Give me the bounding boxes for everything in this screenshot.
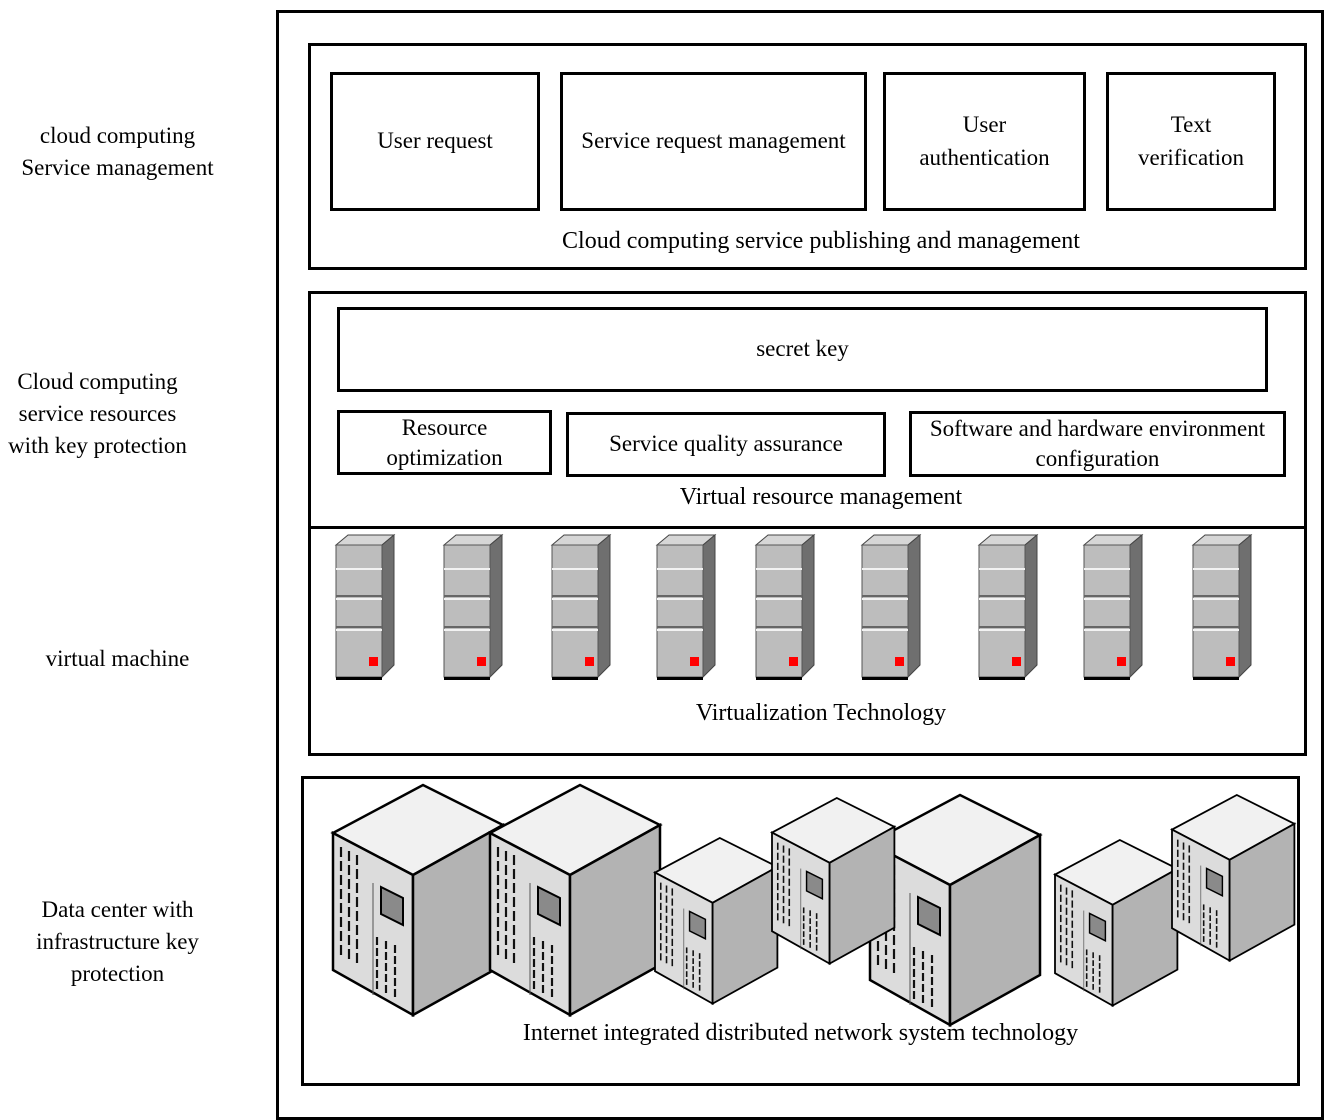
label-virtual-machine: virtual machine [45, 646, 190, 671]
label-service-management: cloud computing Service management [21, 123, 214, 181]
virtualization-caption: Virtualization Technology [695, 700, 947, 726]
service-request-management-box: Service request management [560, 72, 867, 211]
server-cube-icon [770, 796, 897, 966]
server-tower-icon [1082, 533, 1144, 680]
server-tower-icon [655, 533, 717, 680]
server-tower-icon [860, 533, 922, 680]
resource-optimization-box: Resource optimization [337, 410, 552, 475]
server-cube-icon [867, 793, 1043, 1028]
service-request-management-label: Service request management [581, 128, 846, 154]
service-quality-box: Service quality assurance [566, 412, 886, 477]
user-request-box: User request [330, 72, 540, 211]
publishing-caption: Cloud computing service publishing and m… [562, 228, 1080, 254]
label-service-resources: Cloud computing service resources with k… [8, 369, 187, 459]
text-verification-box: Text verification [1106, 72, 1276, 211]
server-cube-icon [1170, 793, 1297, 963]
server-tower-icon [754, 533, 816, 680]
server-tower-icon [550, 533, 612, 680]
server-cube-icon [330, 783, 506, 1018]
server-tower-icon [977, 533, 1039, 680]
resource-optimization-label: Resource optimization [386, 414, 503, 470]
server-cube-icon [1053, 838, 1180, 1008]
server-tower-icon [1191, 533, 1253, 680]
resources-caption: Virtual resource management [679, 484, 963, 510]
software-hardware-label: Software and hardware environment config… [929, 416, 1266, 471]
user-authentication-label: User authentication [919, 112, 1050, 170]
user-authentication-box: User authentication [883, 72, 1086, 211]
datacenter-caption: Internet integrated distributed network … [522, 1020, 1079, 1046]
server-tower-icon [442, 533, 504, 680]
user-request-label: User request [377, 128, 493, 154]
service-quality-label: Service quality assurance [609, 431, 843, 457]
secret-key-label: secret key [756, 336, 849, 362]
secret-key-box: secret key [337, 307, 1268, 392]
text-verification-label: Text verification [1137, 112, 1244, 170]
layer-divider [308, 526, 1307, 529]
label-data-center: Data center with infrastructure key prot… [36, 897, 199, 987]
server-cube-icon [653, 836, 780, 1006]
software-hardware-box: Software and hardware environment config… [909, 411, 1286, 477]
server-tower-icon [334, 533, 396, 680]
server-cube-icon [487, 783, 663, 1018]
